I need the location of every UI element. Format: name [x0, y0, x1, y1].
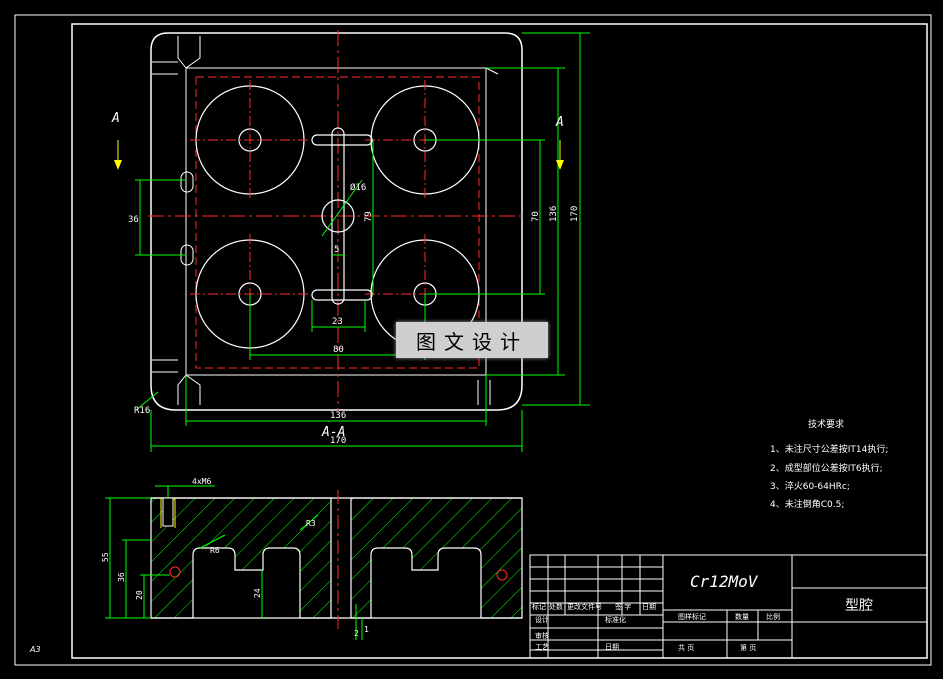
tb-mark: 标记 — [532, 602, 546, 611]
dim-depth: 24 — [253, 588, 262, 598]
tb-design: 设计 — [535, 615, 549, 624]
section-right-half — [350, 497, 523, 619]
tb-standardize: 标准化 — [605, 615, 626, 624]
dim-hole-spacing-x: 80 — [333, 345, 344, 355]
tb-process: 工艺 — [535, 643, 549, 651]
dim-height-mid: 36 — [117, 572, 126, 582]
section-view: 4xM6 55 36 20 24 R6 R3 2 1 — [101, 477, 523, 640]
runner-slot — [311, 127, 373, 305]
plan-view: 170 136 80 23 5 36 R16 Ø16 170 136 70 79… — [111, 30, 590, 452]
tb-quantity: 数量 — [735, 612, 749, 621]
dim-slot-width: 23 — [332, 317, 343, 327]
dim-slot-gap: 5 — [334, 245, 339, 255]
tech-item: 2、成型部位公差按IT6执行; — [770, 462, 883, 474]
tb-review: 审核 — [535, 631, 549, 640]
material: Cr12MoV — [690, 572, 759, 591]
section-mark-right: A — [555, 115, 564, 130]
tb-sheet-no: 第 页 — [740, 643, 756, 652]
dim-height-total: 55 — [101, 552, 110, 562]
inner-border — [71, 23, 928, 659]
tech-requirements: 技术要求 1、未注尺寸公差按IT14执行; 2、成型部位公差按IT6执行; 3、… — [770, 418, 888, 510]
dim-slot-length: 79 — [364, 211, 374, 222]
outer-border — [14, 14, 932, 666]
cavity-outline — [150, 32, 523, 411]
watermark: 图文设计 — [396, 322, 548, 358]
section-label: A-A — [321, 425, 345, 440]
dimension-lines — [135, 32, 590, 452]
tech-item: 4、未注倒角C0.5; — [770, 498, 844, 510]
tech-item: 1、未注尺寸公差按IT14执行; — [770, 443, 888, 455]
dim-height-low: 20 — [135, 590, 144, 600]
tb-sign: 签 字 — [615, 602, 631, 611]
tb-count: 处数 — [549, 602, 563, 611]
dim-fillet-a: R6 — [210, 546, 220, 555]
sheet-format: A3 — [29, 645, 41, 654]
dim-left-height: 36 — [128, 215, 139, 225]
tb-scale: 比例 — [766, 612, 780, 621]
dim-overall-width: 170 — [330, 436, 346, 446]
dim-small-a: 2 — [354, 629, 359, 638]
tech-item: 3、淬火60-64HRc; — [770, 480, 850, 492]
dim-small-b: 1 — [364, 625, 369, 634]
part-name: 型腔 — [845, 598, 873, 614]
dim-overall-height: 170 — [570, 206, 580, 222]
inner-pocket — [185, 67, 487, 376]
tb-date2: 日期 — [605, 643, 619, 651]
section-left-half — [150, 497, 332, 619]
dim-center-dia: Ø16 — [350, 182, 366, 193]
section-mark-left: A — [111, 111, 120, 126]
dim-fillet-b: R3 — [306, 519, 316, 528]
tb-change-doc: 更改文件号 — [567, 602, 602, 611]
tech-title: 技术要求 — [808, 418, 844, 430]
dim-inner-width: 136 — [330, 411, 346, 421]
tb-stage-mark: 图样标记 — [678, 612, 706, 621]
tb-date: 日期 — [642, 603, 656, 611]
thread-note: 4xM6 — [192, 477, 211, 486]
dim-corner-radius: R16 — [134, 406, 150, 416]
tb-total-sheets: 共 页 — [678, 643, 694, 652]
dim-inner-height: 136 — [549, 206, 559, 222]
title-block — [529, 554, 928, 659]
dim-hole-spacing-y: 70 — [531, 211, 541, 222]
